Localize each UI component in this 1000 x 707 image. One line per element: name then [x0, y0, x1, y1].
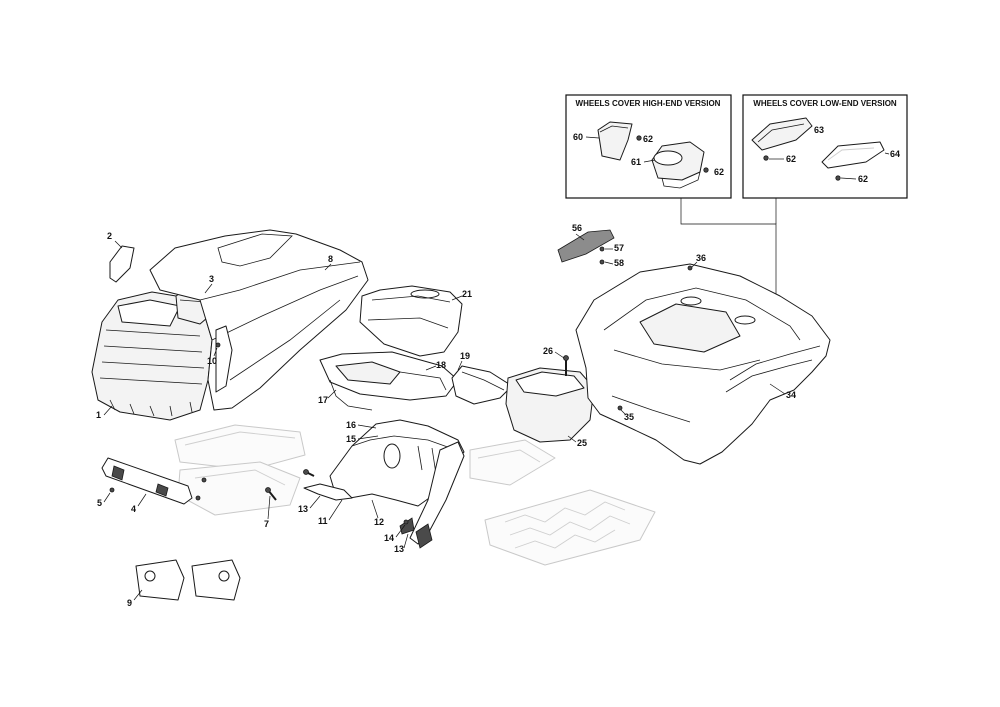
callout-19: 19	[460, 351, 470, 361]
part-17-dashboard-panel	[319, 351, 459, 411]
fastener-62-b	[703, 167, 709, 173]
callout-2: 2	[107, 231, 112, 241]
part-12-side-strip	[409, 441, 465, 549]
callout-34: 34	[786, 390, 796, 400]
fastener-62-c	[763, 155, 769, 161]
inset-low-end-title: WHEELS COVER LOW-END VERSION	[753, 99, 897, 108]
callout-16: 16	[346, 420, 356, 430]
fastener-14	[403, 519, 409, 525]
part-25-seat-tray	[505, 367, 595, 443]
callout-60: 60	[573, 132, 583, 142]
part-34-rear-body	[575, 263, 831, 465]
callout-64: 64	[890, 149, 900, 159]
fastener-10	[215, 342, 221, 348]
callout-4: 4	[131, 504, 136, 514]
callout-56: 56	[572, 223, 582, 233]
part-4-bracket-plate	[101, 457, 193, 505]
part-1-front-grille	[91, 291, 213, 421]
callout-61: 61	[631, 157, 641, 167]
callout-7: 7	[264, 519, 269, 529]
fastener-bolts-front	[195, 469, 315, 501]
fastener-62-d	[835, 175, 841, 181]
fastener-62-a	[636, 135, 642, 141]
callout-62: 62	[786, 154, 796, 164]
callout-25: 25	[577, 438, 587, 448]
fastener-36	[687, 265, 693, 271]
callout-11: 11	[318, 516, 328, 526]
fastener-5	[109, 487, 115, 493]
inset-high-end-title: WHEELS COVER HIGH-END VERSION	[576, 99, 721, 108]
inset-connectors	[680, 198, 777, 330]
callout-63: 63	[814, 125, 824, 135]
fastener-7	[265, 487, 277, 501]
faint-footboard	[484, 489, 656, 566]
inset-low-end: WHEELS COVER LOW-END VERSION 63 62 64 62	[742, 94, 908, 199]
callout-12: 12	[374, 517, 384, 527]
part-63-low-end-cover	[751, 117, 813, 151]
part-19-console	[451, 365, 513, 405]
callout-13: 13	[298, 504, 308, 514]
part-21-dashboard-top	[359, 285, 463, 357]
fastener-57	[599, 246, 605, 252]
callout-62: 62	[858, 174, 868, 184]
callout-15: 15	[346, 434, 356, 444]
callout-57: 57	[614, 243, 624, 253]
callout-21: 21	[462, 289, 472, 299]
callout-1: 1	[96, 410, 101, 420]
fastener-58	[599, 259, 605, 265]
part-9-gaskets	[135, 559, 241, 601]
callout-26: 26	[543, 346, 553, 356]
callout-62: 62	[714, 167, 724, 177]
callout-3: 3	[209, 274, 214, 284]
callout-18: 18	[436, 360, 446, 370]
callout-62: 62	[643, 134, 653, 144]
callout-14: 14	[384, 533, 394, 543]
callout-9: 9	[127, 598, 132, 608]
part-13-pedal-rod	[303, 483, 415, 535]
fastener-35	[617, 405, 623, 411]
inset-high-end: WHEELS COVER HIGH-END VERSION 60 62 61 6…	[565, 94, 732, 199]
callout-35: 35	[624, 412, 634, 422]
callout-36: 36	[696, 253, 706, 263]
callout-13: 13	[394, 544, 404, 554]
callout-17: 17	[318, 395, 328, 405]
callout-5: 5	[97, 498, 102, 508]
part-56-side-trim	[557, 229, 615, 265]
part-2-bracket	[109, 245, 135, 283]
callout-10: 10	[207, 356, 217, 366]
part-8-hood	[149, 229, 369, 411]
part-60-high-end-cover	[597, 121, 633, 161]
callout-8: 8	[328, 254, 333, 264]
callout-58: 58	[614, 258, 624, 268]
